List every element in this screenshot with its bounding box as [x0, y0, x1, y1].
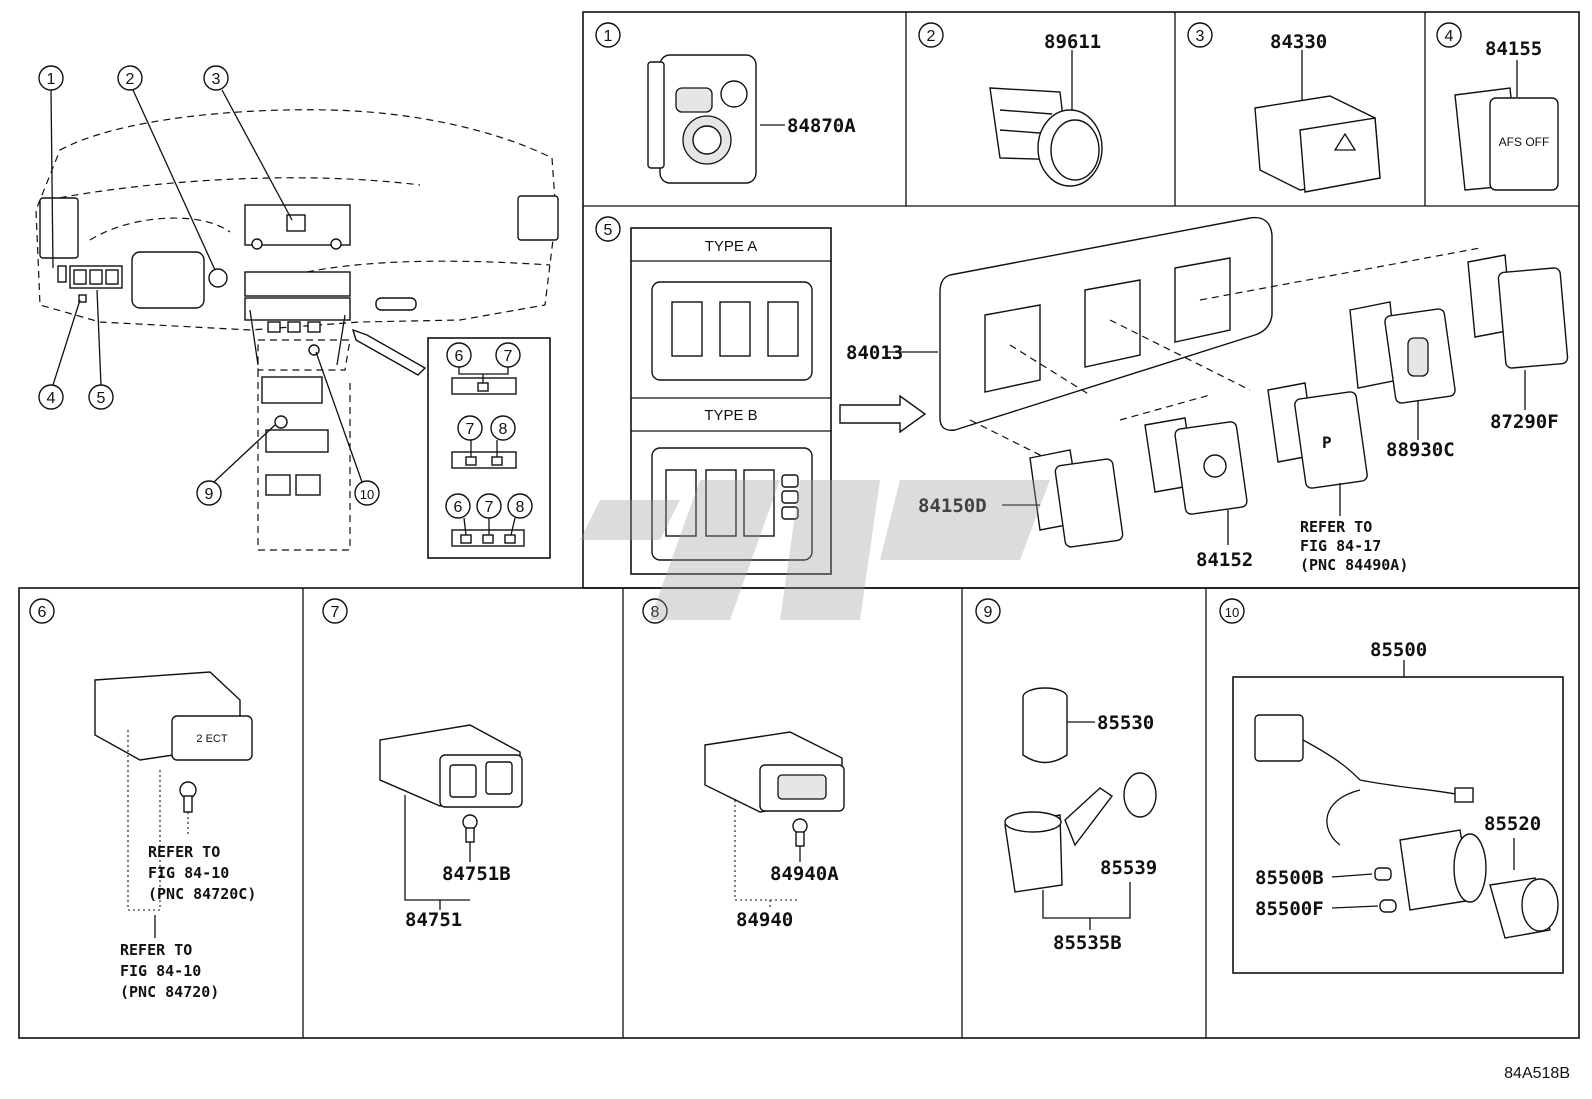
panel-8: 8 84940A 84940: [642, 598, 845, 931]
svg-text:6: 6: [455, 348, 464, 365]
refer-84490A-line1: REFER TO: [1300, 518, 1372, 536]
panel-2: 2 89611: [918, 22, 1103, 187]
part-84751B: 84751B: [442, 863, 511, 885]
panel-9: 9 85530 85539 85535B: [975, 598, 1157, 954]
refer-84720-line3: (PNC 84720): [120, 983, 219, 1001]
svg-text:5: 5: [604, 222, 613, 239]
refer-84490A-line2: FIG 84-17: [1300, 537, 1381, 555]
part-84155: 84155: [1485, 38, 1542, 60]
svg-text:5: 5: [97, 390, 106, 407]
svg-text:4: 4: [47, 390, 56, 407]
svg-text:7: 7: [504, 348, 513, 365]
svg-text:3: 3: [1196, 28, 1205, 45]
part-84150D: 84150D: [918, 495, 987, 517]
callout-1: 1: [38, 65, 64, 269]
panel-5: 5 TYPE A TYPE B 84013 84150D: [595, 216, 1569, 575]
svg-text:7: 7: [466, 421, 475, 438]
svg-text:9: 9: [984, 604, 993, 621]
svg-text:6: 6: [454, 499, 463, 516]
svg-text:10: 10: [360, 487, 374, 502]
type-a-label: TYPE A: [705, 238, 758, 255]
dashboard-overview: [35, 109, 559, 551]
part-84940: 84940: [736, 909, 793, 931]
svg-text:2: 2: [927, 28, 936, 45]
part-85539: 85539: [1100, 857, 1157, 879]
part-87290F: 87290F: [1490, 411, 1559, 433]
refer-84720-line1: REFER TO: [120, 941, 192, 959]
panel-frames: [18, 11, 1580, 1039]
part-88930C: 88930C: [1386, 439, 1455, 461]
callout-3: 3: [203, 65, 293, 221]
watermark-logo: [580, 480, 1050, 620]
part-85520: 85520: [1484, 813, 1541, 835]
panel-10: 10 85500 85520 85500B 85500F: [1219, 598, 1564, 974]
type-b-label: TYPE B: [704, 407, 757, 424]
part-84940A: 84940A: [770, 863, 839, 885]
detail-box: 6 7 7 8 6 7 8: [427, 337, 551, 559]
callout-9: 9: [196, 424, 276, 506]
part-85500B: 85500B: [1255, 867, 1324, 889]
callout-4: 4: [38, 299, 81, 410]
svg-text:P: P: [1322, 433, 1332, 452]
part-89611: 89611: [1044, 31, 1101, 53]
panel-1-number: 1: [604, 28, 613, 45]
ect-label: 2 ECT: [196, 733, 227, 745]
part-85500: 85500: [1370, 639, 1427, 661]
svg-text:7: 7: [485, 499, 494, 516]
refer-84720-line2: FIG 84-10: [120, 962, 201, 980]
svg-text:10: 10: [1225, 605, 1239, 620]
part-85500F: 85500F: [1255, 898, 1324, 920]
refer-84490A-line3: (PNC 84490A): [1300, 556, 1408, 574]
part-84870A: 84870A: [787, 115, 856, 137]
panel-3: 3 84330: [1187, 22, 1381, 193]
svg-text:7: 7: [331, 604, 340, 621]
svg-text:8: 8: [651, 604, 660, 621]
svg-text:4: 4: [1445, 28, 1454, 45]
svg-text:3: 3: [212, 71, 221, 88]
refer-84720C-line3: (PNC 84720C): [148, 885, 256, 903]
refer-84720C-line1: REFER TO: [148, 843, 220, 861]
part-84013: 84013: [846, 342, 903, 364]
afs-off-label: AFS OFF: [1499, 135, 1550, 149]
part-84330: 84330: [1270, 31, 1327, 53]
svg-text:1: 1: [47, 71, 56, 88]
panel-4: 4 AFS OFF 84155: [1436, 22, 1559, 191]
svg-text:8: 8: [499, 421, 508, 438]
part-85530: 85530: [1097, 712, 1154, 734]
callout-10: 10: [315, 351, 380, 506]
panel-1: 1 84870A: [595, 22, 856, 184]
refer-84720C-line2: FIG 84-10: [148, 864, 229, 882]
callout-5: 5: [88, 289, 114, 410]
panel-6: 6 2 ECT REFER TO FIG 84-10 (PNC 84720C) …: [29, 598, 256, 1001]
part-85535B: 85535B: [1053, 932, 1122, 954]
svg-text:8: 8: [516, 499, 525, 516]
panel-7: 7 84751B 84751: [322, 598, 523, 931]
svg-text:9: 9: [205, 486, 214, 503]
diagram-code: 84A518B: [1504, 1065, 1570, 1082]
svg-text:2: 2: [126, 71, 135, 88]
svg-text:6: 6: [38, 604, 47, 621]
overview-callouts: 1 2 3 4 5 9 10: [38, 65, 380, 506]
part-84751: 84751: [405, 909, 462, 931]
callout-2: 2: [117, 65, 216, 271]
part-84152: 84152: [1196, 549, 1253, 571]
